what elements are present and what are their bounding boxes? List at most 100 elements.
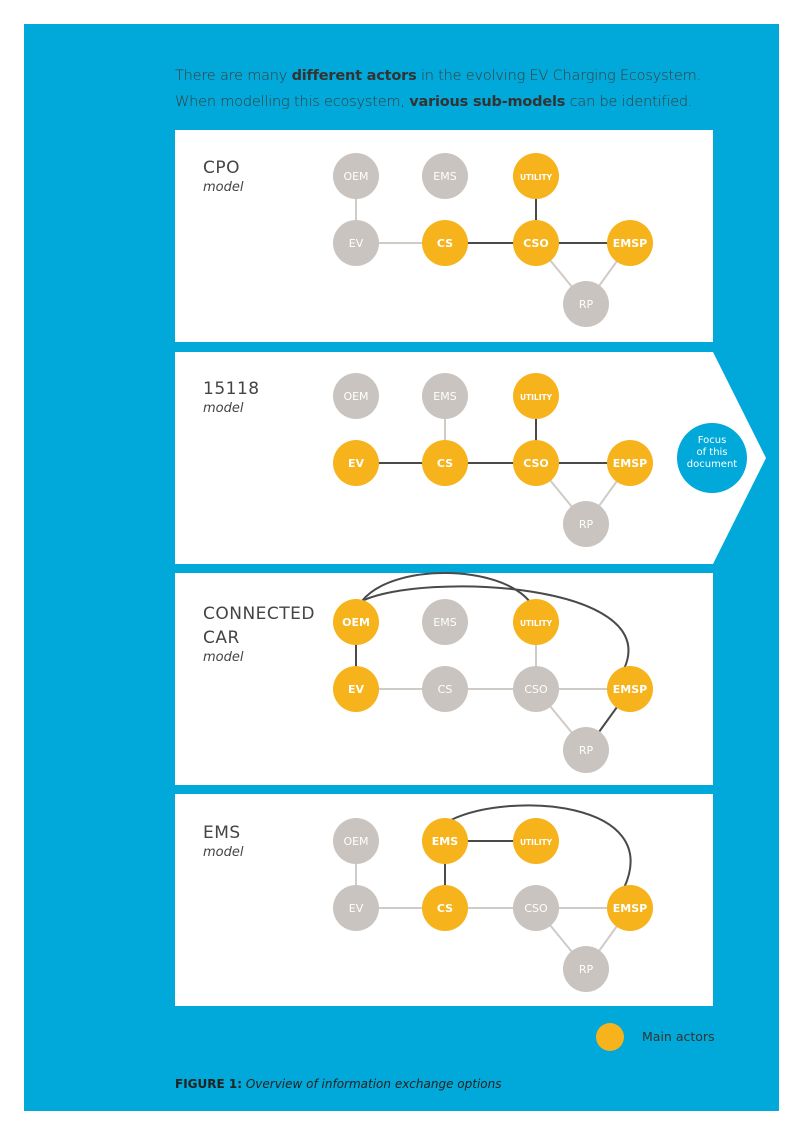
node-label-ev: EV [348,457,365,470]
node-label-utility: UTILITY [520,619,553,628]
panel-title: EMS [203,823,241,843]
intro-text-part: can be identified. [565,94,693,110]
node-ems [422,818,468,864]
node-utility [513,818,559,864]
node-label-emsp: EMSP [613,902,647,915]
nodes-layer: OEM EMS UTILITY EV CS CSO EMSP RP OEM EMS UTILITY E… [333,153,653,992]
node-oem [333,373,379,419]
intro-text: There are many different actors in the e… [175,63,755,115]
node-cso [513,220,559,266]
focus-label: Focus of this document [679,435,745,471]
panel-ems-label: EMS model [203,821,243,861]
node-label-ev: EV [348,683,365,696]
panel-title-line-2: CAR [203,628,240,648]
panel-connected-car-label: CONNECTED CAR model [203,602,315,666]
node-ev [333,666,379,712]
node-emsp [607,220,653,266]
node-cs [422,885,468,931]
node-label-cso: CSO [524,902,548,915]
node-cso [513,440,559,486]
node-label-ev: EV [349,237,364,250]
node-label-ev: EV [349,902,364,915]
focus-line-1: Focus [697,435,727,446]
caption-number: FIGURE 1: [175,1077,243,1091]
panel-title: CPO [203,158,241,178]
node-label-ems: EMS [433,390,456,403]
node-label-oem: OEM [343,835,368,848]
node-label-ems: EMS [433,616,456,629]
panel-subtitle: model [203,845,244,860]
node-label-cso: CSO [523,457,549,470]
node-rp [563,281,609,327]
intro-text-part: in the evolving EV Charging Ecosystem. [416,68,701,84]
panel-15118-background [175,352,766,564]
node-ems [422,599,468,645]
node-cso [513,885,559,931]
arc-oem-emsp [361,585,630,670]
node-label-cs: CS [437,457,453,470]
node-ems [422,153,468,199]
node-label-rp: RP [579,518,594,531]
node-label-rp: RP [579,298,594,311]
node-emsp [607,666,653,712]
node-cso [513,666,559,712]
caption-title: Overview of information exchange options [242,1077,502,1091]
node-label-oem: OEM [343,390,368,403]
node-ev [333,220,379,266]
node-label-cs: CS [437,902,453,915]
node-label-utility: UTILITY [520,173,553,182]
legend-label: Main actors [642,1029,715,1044]
node-label-cs: CS [438,683,453,696]
node-label-ems: EMS [433,170,456,183]
panel-subtitle: model [203,180,244,195]
panel-title: 15118 [203,379,260,399]
panel-subtitle: model [203,401,244,416]
intro-line-1: There are many different actors in the e… [175,63,755,89]
node-label-ems: EMS [432,835,458,848]
figure-caption: FIGURE 1: Overview of information exchan… [175,1077,501,1091]
node-label-emsp: EMSP [613,457,647,470]
node-emsp [607,885,653,931]
intro-text-part: When modelling this ecosystem, [175,94,410,110]
node-label-utility: UTILITY [520,393,553,402]
node-label-cs: CS [437,237,453,250]
node-cs [422,440,468,486]
node-ev [333,885,379,931]
arc-ems-emsp [450,804,632,889]
node-label-rp: RP [579,963,594,976]
node-oem [333,818,379,864]
node-label-cso: CSO [523,237,549,250]
node-rp [563,946,609,992]
node-ems [422,373,468,419]
node-label-utility: UTILITY [520,838,553,847]
panel-subtitle: model [203,650,244,665]
panel-cpo-label: CPO model [203,156,243,196]
node-utility [513,153,559,199]
panel-title: CONNECTED [203,604,316,624]
intro-bold-part: different actors [291,68,417,84]
node-utility [513,373,559,419]
intro-bold-part: various sub-models [409,94,566,110]
node-label-emsp: EMSP [613,683,647,696]
node-oem [333,599,379,645]
node-rp [563,727,609,773]
node-label-cso: CSO [524,683,548,696]
node-cs [422,666,468,712]
node-label-emsp: EMSP [613,237,647,250]
intro-line-2: When modelling this ecosystem, various s… [175,89,755,115]
node-emsp [607,440,653,486]
node-label-oem: OEM [342,616,370,629]
node-oem [333,153,379,199]
node-label-oem: OEM [343,170,368,183]
legend-swatch [596,1023,624,1051]
focus-badge [677,423,747,493]
arc-oem-utility [361,572,531,603]
node-rp [563,501,609,547]
focus-line-2: of this [696,447,728,458]
node-label-rp: RP [579,744,594,757]
focus-line-3: document [686,459,738,470]
node-cs [422,220,468,266]
node-ev [333,440,379,486]
panel-15118-label: 15118 model [203,377,260,417]
